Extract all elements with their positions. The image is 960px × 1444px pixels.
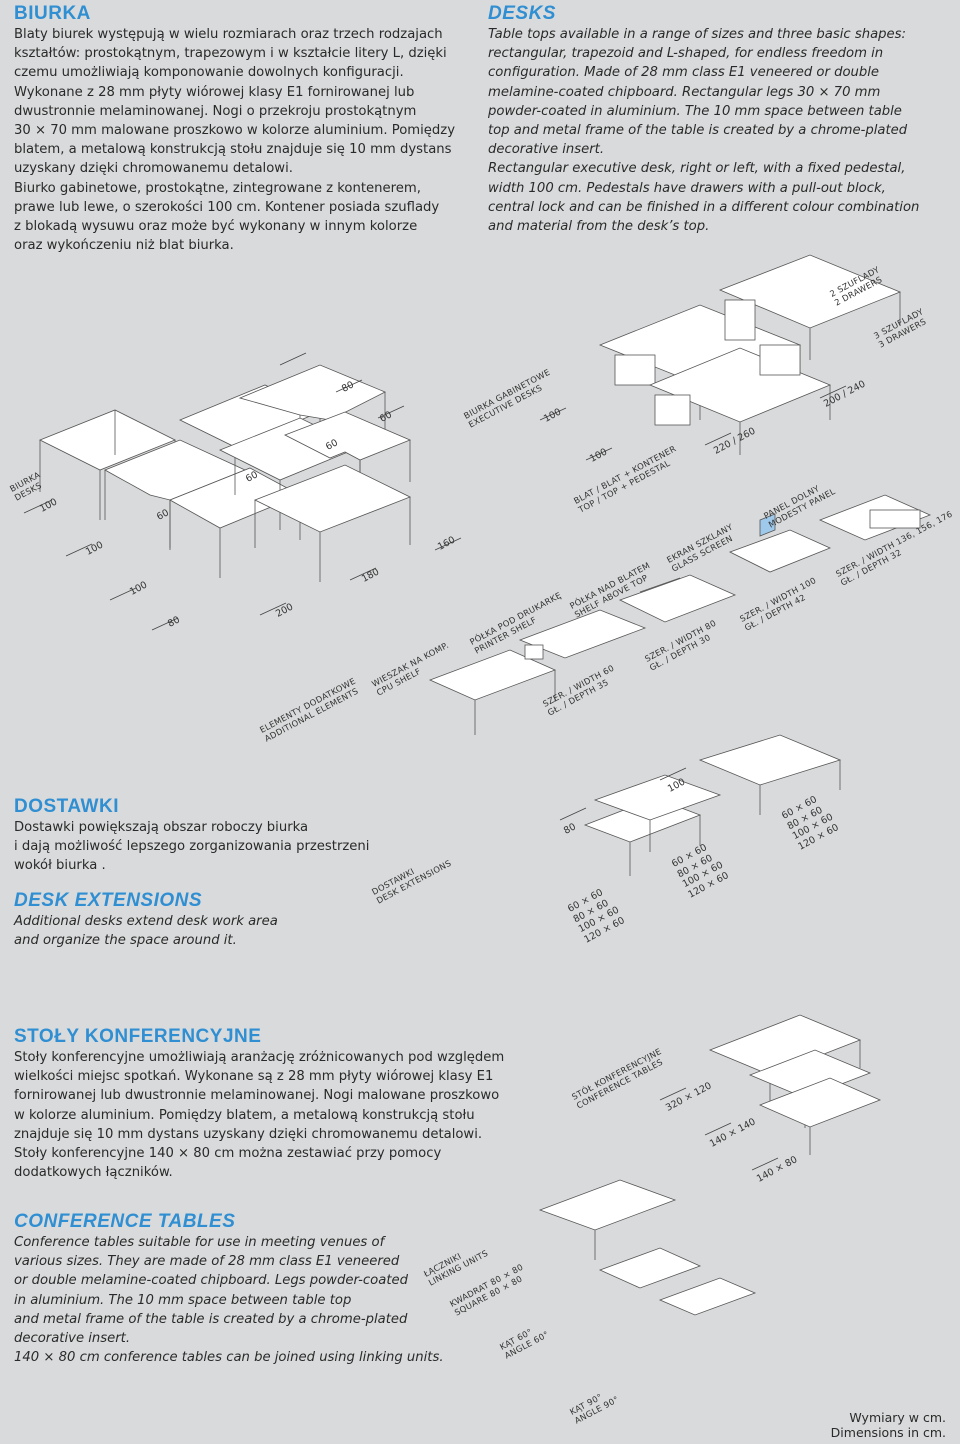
text-line: oraz wykończeniu niż blat biurka. [14,238,234,254]
text-line: Conference tables suitable for use in me… [14,1235,385,1250]
text-line: central lock and can be finished in a di… [488,199,920,215]
stoly-title: STOŁY KONFERENCYJNE [14,1026,262,1047]
footer-en: Dimensions in cm. [830,1425,946,1440]
text-line: Stoły konferencyjne 140 × 80 cm można ze… [14,1146,442,1162]
biurka-text: Blaty biurek występują w wielu rozmiarac… [14,25,455,255]
extensions-section: DESK EXTENSIONS Additional desks extend … [14,890,278,950]
text-line: Additional desks extend desk work area [14,914,278,929]
text-line: uzyskany dzięki chromowanemu detalowi. [14,161,293,177]
text-line: 140 × 80 cm conference tables can be joi… [14,1350,444,1366]
linked-table-2 [598,1247,702,1289]
text-line: Rectangular executive desk, right or lef… [488,161,906,177]
conference-title: CONFERENCE TABLES [14,1211,236,1232]
text-line: dodatkowych łączników. [14,1165,173,1181]
text-line: czemu umożliwiają komponowanie dowolnych… [14,65,404,81]
pedestal-1 [759,344,801,376]
desks-text: Table tops available in a range of sizes… [488,25,919,236]
footer-note: Wymiary w cm. Dimensions in cm. [831,1410,946,1440]
shelf-above-desk [618,574,737,623]
text-line: z blokadą wysuwu oraz może być wykonany … [14,219,418,235]
text-line: Wykonane z 28 mm płyty wiórowej klasy E1… [14,84,415,100]
text-line: or double melamine-coated chipboard. Leg… [14,1273,408,1289]
linked-table-1 [538,1179,677,1260]
text-line: wielkości miejsc spotkań. Wykonane są z … [14,1069,494,1085]
footer-pl: Wymiary w cm. [849,1410,946,1425]
extension-desk-3 [698,734,842,815]
conference-table-1 [708,1014,862,1105]
linked-table-3 [658,1277,757,1316]
conference-text: Conference tables suitable for use in me… [14,1233,444,1367]
text-line: and organize the space around it. [14,933,237,949]
text-line: in aluminium. The 10 mm space between ta… [14,1292,352,1308]
desks-title: DESKS [488,3,556,24]
text-line: various sizes. They are made of 28 mm cl… [14,1254,400,1270]
text-line: Biurko gabinetowe, prostokątne, zintegro… [14,180,421,196]
biurka-title: BIURKA [14,3,91,24]
executive-desk-2 [718,254,902,360]
text-line: decorative insert. [488,142,605,158]
text-line: Stoły konferencyjne umożliwiają aranżacj… [14,1050,505,1065]
desks-section: DESKS Table tops available in a range of… [488,3,919,236]
text-line: Table tops available in a range of sizes… [488,27,906,42]
dostawki-title: DOSTAWKI [14,796,119,817]
conference-table-3 [758,1077,882,1155]
conference-section: CONFERENCE TABLES Conference tables suit… [14,1211,444,1367]
extension-desk-2 [593,774,722,852]
text-line: Dostawki powiększają obszar roboczy biur… [14,820,309,835]
dostawki-section: DOSTAWKI Dostawki powiększają obszar rob… [14,796,369,876]
text-line: powder-coated in aluminium. The 10 mm sp… [488,103,902,119]
cpu-shelf-desk [428,649,557,735]
text-line: and material from the desk’s top. [488,219,710,235]
text-line: rectangular, trapezoid and L-shaped, for… [488,46,884,62]
extensions-title: DESK EXTENSIONS [14,890,203,911]
modesty-panel-desk [818,494,932,541]
text-line: top and metal frame of the table is crea… [488,123,908,139]
text-line: decorative insert. [14,1331,131,1347]
extensions-text: Additional desks extend desk work area an… [14,912,278,950]
dostawki-text: Dostawki powiększają obszar roboczy biur… [14,818,369,876]
text-line: prawe lub lewe, o szerokości 100 cm. Kon… [14,199,440,215]
glass-screen-desk [728,513,832,573]
text-line: w kolorze aluminium. Pomiędzy blatem, a … [14,1107,475,1123]
stoly-text: Stoły konferencyjne umożliwiają aranżacj… [14,1048,504,1182]
text-line: wokół biurka . [14,858,106,874]
text-line: configuration. Made of 28 mm class E1 ve… [488,65,880,81]
text-line: melamine-coated chipboard. Rectangular l… [488,84,881,100]
text-line: i dają możliwość lepszego zorganizowania… [14,839,370,855]
text-line: blatem, a metalową konstrukcją stołu zna… [14,142,452,158]
text-line: Blaty biurek występują w wielu rozmiarac… [14,27,443,42]
text-line: and metal frame of the table is created … [14,1311,408,1327]
text-line: dwustronnie melaminowanej. Nogi o przekr… [14,103,417,119]
printer-shelf-desk [518,609,647,660]
rect-desk-5 [254,464,411,582]
l-desk [284,411,412,505]
text-line: fornirowanej lub dwustronnie melaminowan… [14,1088,500,1104]
stoly-section: STOŁY KONFERENCYJNE Stoły konferencyjne … [14,1026,504,1182]
text-line: width 100 cm. Pedestals have drawers wit… [488,180,886,196]
text-line: kształtów: prostokątnym, trapezowym i w … [14,46,447,62]
text-line: znajduje się 10 mm dystans uzyskany dzię… [14,1126,483,1142]
text-line: 30 × 70 mm malowane proszkowo w kolorze … [14,123,455,139]
biurka-section: BIURKA Blaty biurek występują w wielu ro… [14,3,455,255]
